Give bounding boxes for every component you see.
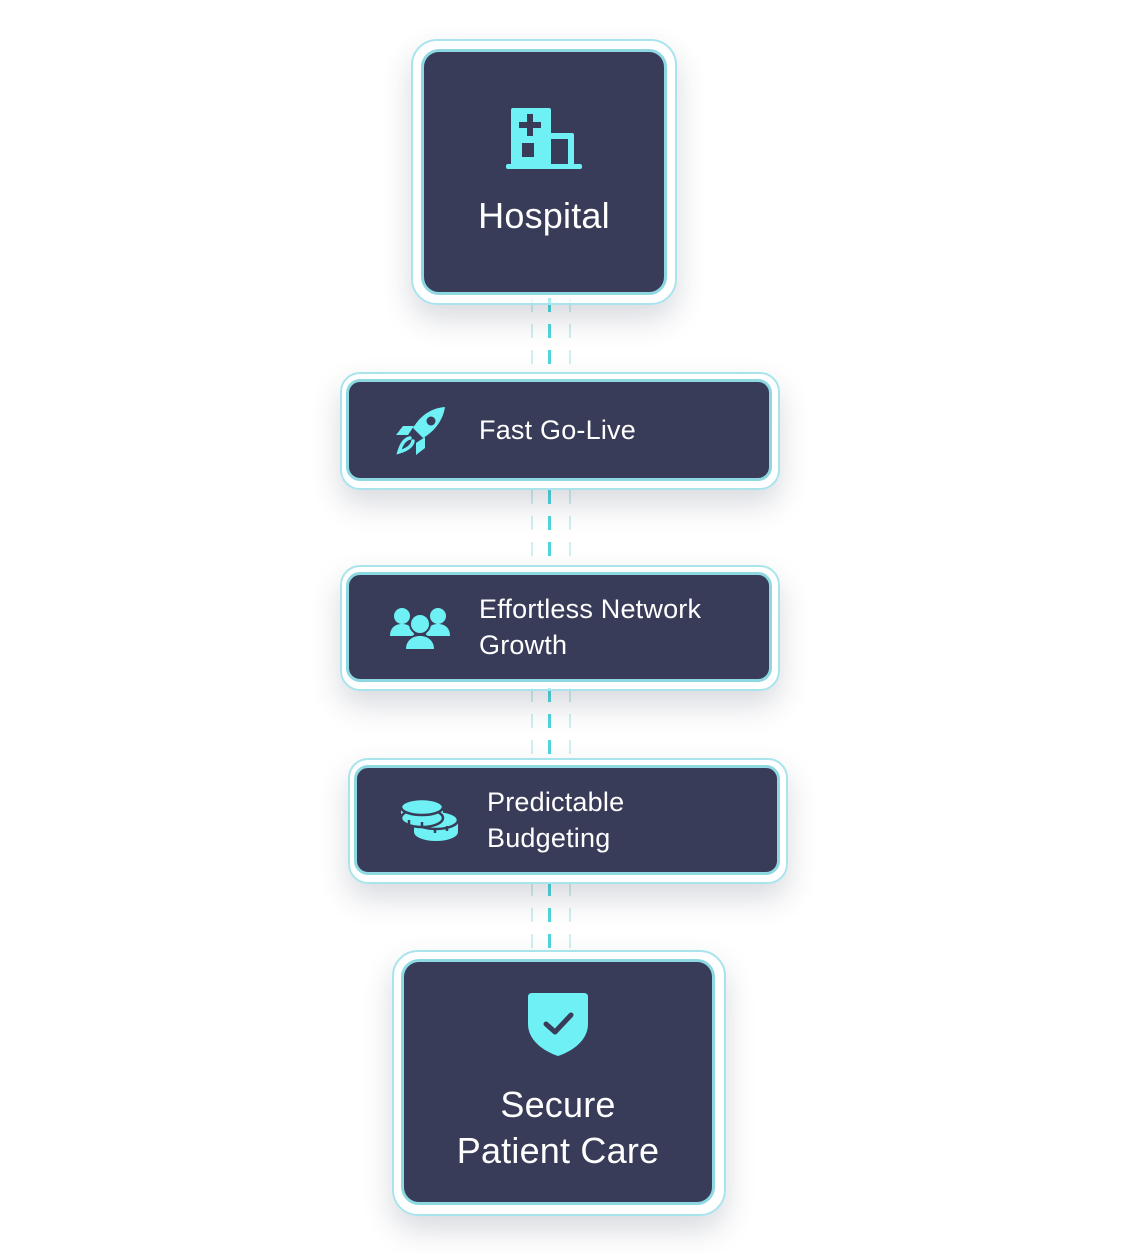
people-group-icon — [389, 604, 451, 650]
network-growth-label-line-2: Growth — [479, 630, 568, 660]
connector-golive-network — [529, 490, 573, 568]
fast-go-live-label: Fast Go-Live — [479, 415, 636, 445]
connector-budgeting-secure — [529, 882, 573, 954]
network-growth-label-line-1: Effortless Network — [479, 594, 702, 624]
budgeting-label-line-1: Predictable — [487, 787, 625, 817]
hospital-node: Hospital — [421, 49, 667, 295]
secure-care-label-line-1: Secure — [500, 1084, 616, 1125]
budgeting-node: Predictable Budgeting — [354, 765, 780, 875]
connector-network-budgeting — [529, 688, 573, 760]
fast-go-live-node: Fast Go-Live — [346, 379, 772, 481]
coins-icon — [399, 798, 461, 842]
budgeting-label-line-2: Budgeting — [487, 823, 611, 853]
connector-hospital-golive — [529, 298, 573, 376]
network-growth-node: Effortless Network Growth — [346, 572, 772, 682]
rocket-icon — [393, 404, 449, 456]
secure-care-label: Secure Patient Care — [457, 1082, 660, 1174]
shield-check-icon — [526, 990, 590, 1058]
secure-care-label-line-2: Patient Care — [456, 1130, 660, 1171]
network-growth-label: Effortless Network Growth — [479, 591, 701, 663]
secure-care-node: Secure Patient Care — [401, 959, 715, 1205]
budgeting-label: Predictable Budgeting — [487, 784, 624, 856]
hospital-label: Hospital — [478, 195, 610, 236]
hospital-icon — [506, 105, 582, 171]
